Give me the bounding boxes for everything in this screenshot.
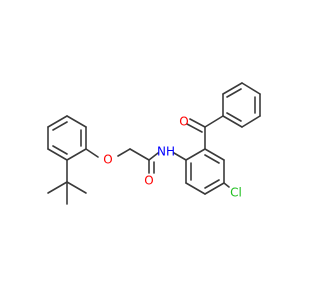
bond bbox=[185, 148, 206, 161]
amide-oxygen-label: O bbox=[144, 174, 153, 188]
bond bbox=[186, 123, 203, 133]
molecule-structure-diagram: O NH O O Cl bbox=[47, 82, 261, 205]
amide-nitrogen-label: NH bbox=[157, 145, 175, 159]
bond bbox=[47, 148, 68, 161]
tert-butyl-group bbox=[47, 159, 87, 205]
bond bbox=[117, 148, 131, 157]
bond bbox=[129, 148, 150, 161]
benzoyl-phenyl-ring bbox=[222, 82, 261, 128]
chlorine-label: Cl bbox=[230, 186, 242, 200]
bond bbox=[52, 145, 68, 155]
ketone-oxygen-label: O bbox=[179, 115, 188, 129]
bond bbox=[226, 88, 242, 98]
bond bbox=[241, 115, 261, 128]
ether-oxygen-label: O bbox=[103, 153, 112, 167]
bond bbox=[85, 148, 99, 158]
bond bbox=[185, 182, 206, 195]
bond bbox=[204, 115, 224, 128]
ketone-group bbox=[186, 115, 224, 150]
bond bbox=[204, 154, 220, 164]
bond bbox=[204, 179, 220, 189]
bond bbox=[148, 152, 159, 161]
bond bbox=[241, 82, 261, 95]
bond bbox=[66, 115, 87, 128]
bond bbox=[222, 115, 243, 128]
bond bbox=[47, 115, 68, 128]
bond bbox=[222, 82, 243, 95]
bond bbox=[204, 148, 225, 161]
bond bbox=[189, 118, 206, 128]
bond bbox=[52, 121, 68, 131]
chlorophenyl-ring bbox=[185, 148, 225, 195]
bond bbox=[47, 181, 68, 194]
tert-butylphenyl-ring bbox=[47, 115, 87, 161]
bond bbox=[226, 112, 242, 122]
bond bbox=[204, 182, 225, 195]
bond bbox=[66, 148, 87, 161]
bond bbox=[223, 182, 230, 188]
bond bbox=[66, 181, 87, 194]
amide-linkage bbox=[117, 148, 187, 174]
bond bbox=[173, 152, 187, 161]
